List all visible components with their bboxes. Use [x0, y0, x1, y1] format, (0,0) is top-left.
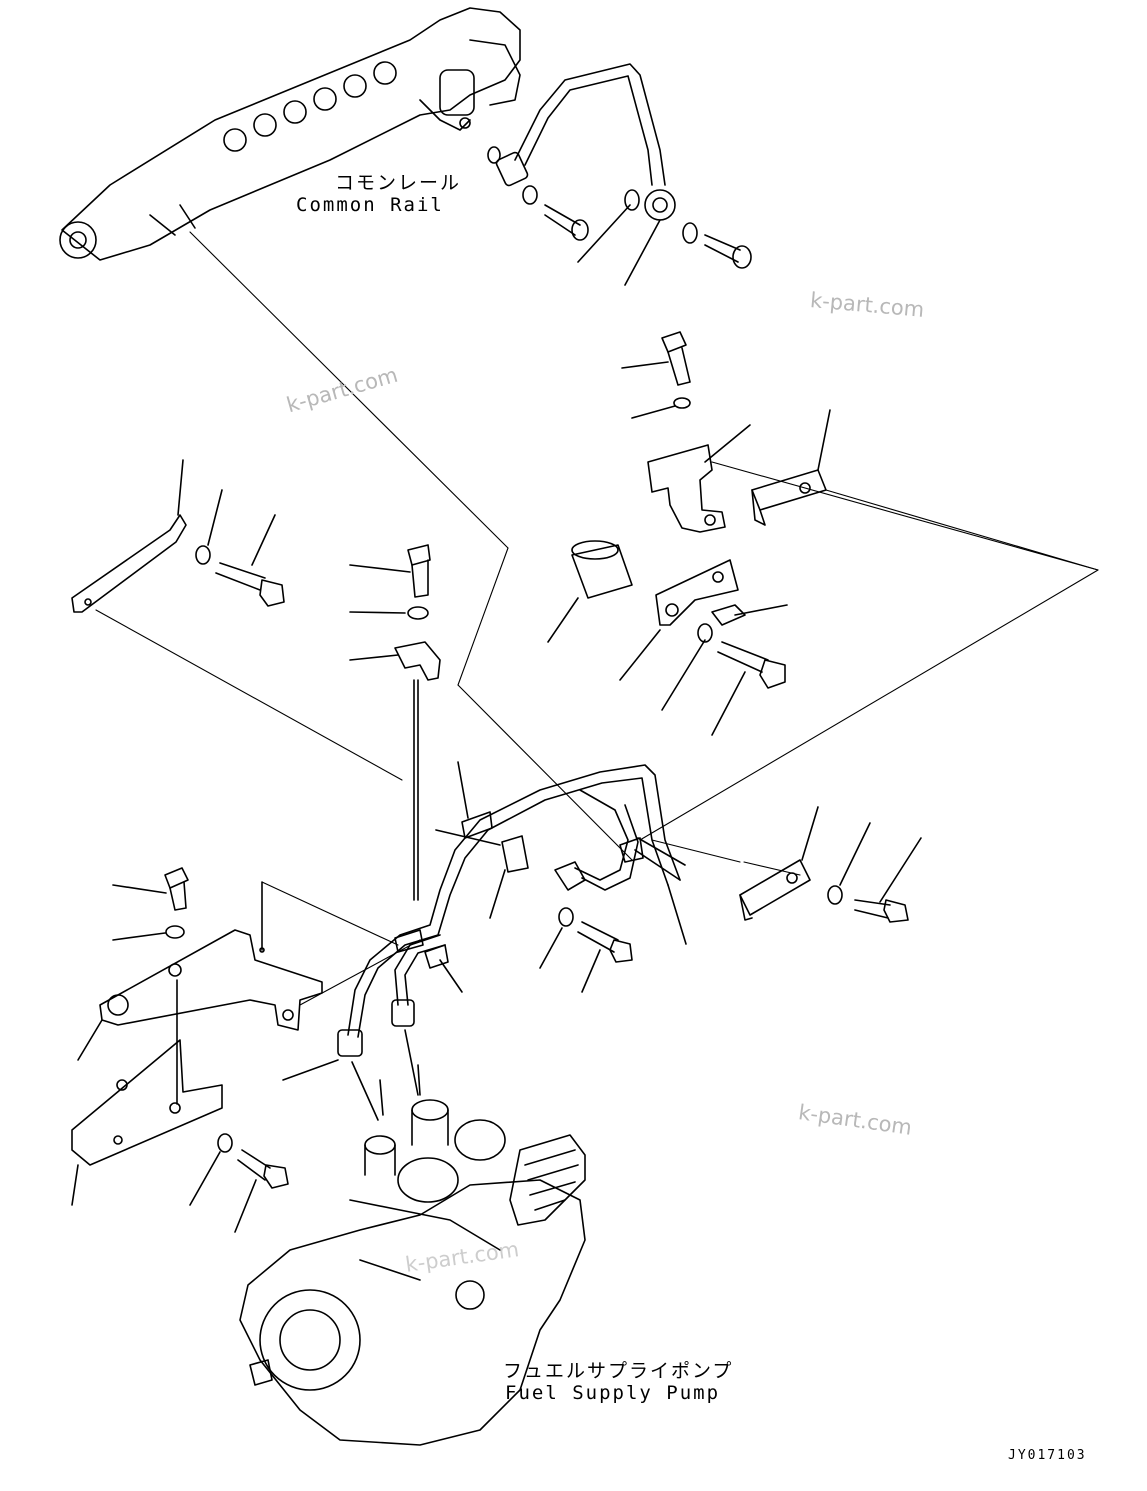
- right-lower-clamp-plate: [739, 806, 922, 923]
- common-rail-label-jp: コモンレール: [335, 172, 462, 194]
- common-rail-part: [59, 7, 521, 261]
- center-clamp-parts: [349, 544, 441, 901]
- common-rail-label-en: Common Rail: [296, 194, 444, 216]
- fuel-supply-pump-part: [239, 1029, 586, 1446]
- relation-lines: [95, 231, 1099, 1006]
- rail-outlet-pipe: [487, 63, 752, 286]
- drawing-code: JY017103: [1008, 1448, 1087, 1463]
- left-strap-assembly: [71, 459, 285, 613]
- lower-left-bracket-assembly: [71, 867, 323, 1233]
- upper-right-bracket-assembly: [547, 331, 831, 736]
- main-fuel-pipe-assembly: [282, 761, 687, 1081]
- fuel-supply-pump-label-en: Fuel Supply Pump: [505, 1382, 721, 1404]
- fuel-supply-pump-label-jp: フュエルサプライポンプ: [503, 1360, 734, 1382]
